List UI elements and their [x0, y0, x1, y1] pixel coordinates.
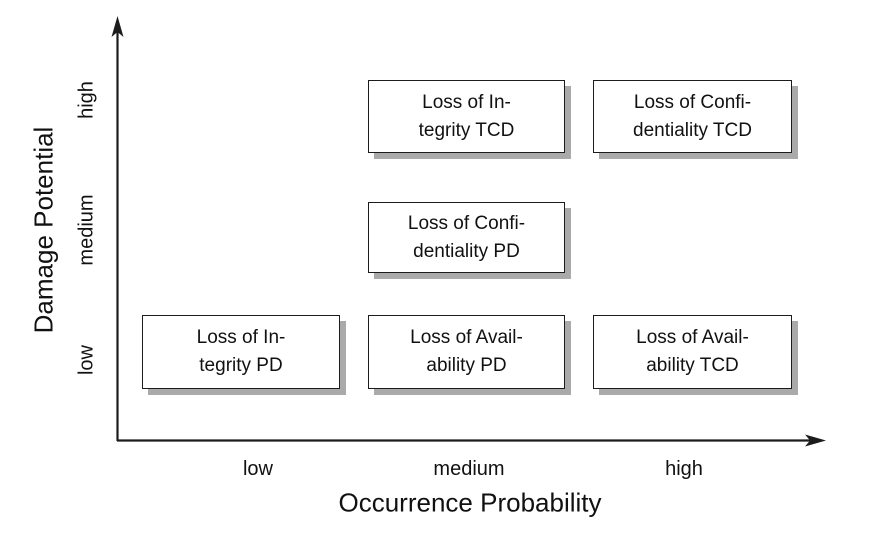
box-label-line: Loss of In-	[196, 327, 286, 348]
box-loss-of-availability-pd: Loss of Avail- ability PD	[368, 315, 565, 389]
box-label-line: Loss of Avail-	[410, 327, 523, 348]
box-loss-of-confidentiality-pd: Loss of Confi- dentiality PD	[368, 202, 565, 273]
box-label-line: tegrity PD	[199, 355, 283, 376]
box-label-line: Loss of Avail-	[636, 327, 749, 348]
y-tick-low: low	[75, 344, 98, 376]
box-label-line: tegrity TCD	[418, 119, 515, 141]
box-label-line: ability PD	[426, 355, 507, 376]
box-loss-of-availability-tcd: Loss of Avail- ability TCD	[593, 315, 792, 389]
x-tick-medium: medium	[433, 458, 505, 480]
box-label-line: Loss of Confi-	[633, 91, 752, 113]
box-label-line: dentiality TCD	[633, 119, 752, 141]
box-loss-of-integrity-pd: Loss of In- tegrity PD	[142, 315, 340, 389]
y-axis-arrow-icon	[111, 16, 124, 37]
x-tick-high: high	[665, 458, 703, 480]
box-label-line: dentiality PD	[413, 240, 520, 262]
box-label-line: Loss of In-	[422, 91, 511, 113]
box-label-line: Loss of Confi-	[407, 212, 526, 234]
y-tick-medium: medium	[75, 194, 98, 266]
y-tick-high: high	[75, 81, 98, 119]
x-axis-title: Occurrence Probability	[338, 487, 602, 518]
x-axis-arrow-icon	[805, 434, 826, 447]
x-tick-low: low	[242, 458, 273, 480]
box-label-line: ability TCD	[646, 355, 739, 376]
y-axis-title: Damage Potential	[28, 126, 59, 334]
box-loss-of-integrity-tcd: Loss of In- tegrity TCD	[368, 80, 565, 153]
box-loss-of-confidentiality-tcd: Loss of Confi- dentiality TCD	[593, 80, 792, 153]
